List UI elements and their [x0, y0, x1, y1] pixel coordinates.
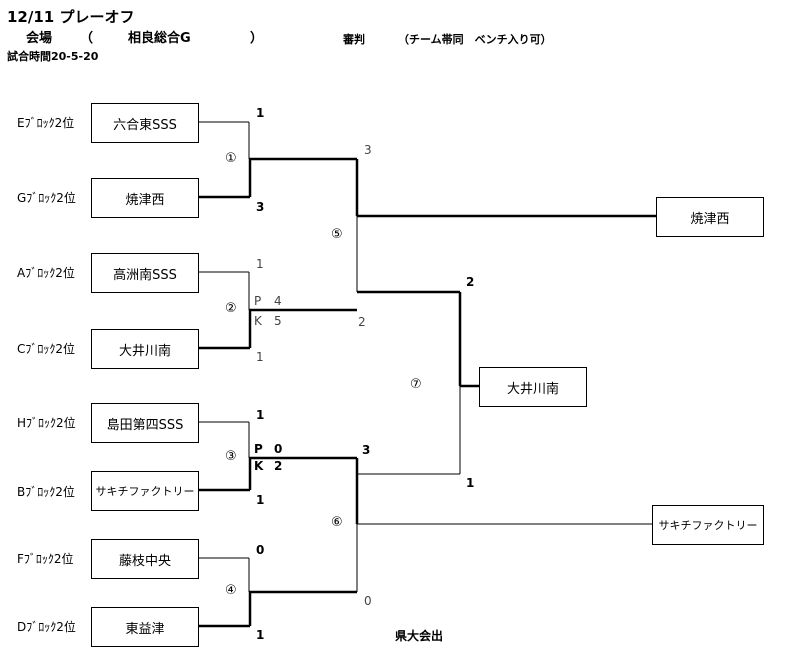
paren-close: ） [250, 31, 264, 46]
match-time: 試合時間20-5-20 [7, 50, 99, 63]
seed-label: Gﾌﾞﾛｯｸ2位 [17, 191, 76, 205]
team-box: 島田第四SSS [91, 403, 199, 443]
pk-label: P [254, 294, 262, 308]
seed-label: Cﾌﾞﾛｯｸ2位 [17, 342, 76, 356]
score: 1 [256, 257, 264, 271]
match-number: ⑤ [331, 227, 343, 242]
score: 0 [256, 543, 265, 557]
match-number: ⑦ [410, 377, 422, 392]
team-box: 大井川南 [91, 329, 199, 369]
pk-score: 4 [274, 294, 282, 308]
seed-label: Fﾌﾞﾛｯｸ2位 [17, 552, 74, 566]
date-title: 12/11 プレーオフ [7, 8, 135, 26]
referee-note: （チーム帯同 ベンチ入り可） [398, 33, 552, 46]
seed-label: Eﾌﾞﾛｯｸ2位 [17, 116, 75, 130]
score: 1 [256, 628, 265, 642]
venue-label: 会場 [26, 31, 53, 46]
team-box: 六合東SSS [91, 103, 199, 143]
pk-label: P [254, 442, 263, 456]
score: 0 [364, 594, 372, 608]
seed-label: Hﾌﾞﾛｯｸ2位 [17, 416, 76, 430]
match-number: ④ [225, 583, 237, 598]
score: 1 [256, 408, 265, 422]
pk-score: 0 [274, 442, 283, 456]
seed-label: Bﾌﾞﾛｯｸ2位 [17, 485, 75, 499]
pk-score: 5 [274, 314, 282, 328]
match-number: ③ [225, 449, 237, 464]
paren-open: （ [80, 31, 94, 46]
score: 3 [364, 143, 372, 157]
pk-label: K [254, 314, 262, 328]
team-box: 高洲南SSS [91, 253, 199, 293]
team-box: サキチファクトリー [91, 471, 199, 511]
m7-winner-box: 大井川南 [479, 367, 587, 407]
score: 1 [256, 350, 264, 364]
team-box: 藤枝中央 [91, 539, 199, 579]
score: 2 [358, 315, 366, 329]
team-box: 東益津 [91, 607, 199, 647]
footer-note: 県大会出 [395, 629, 444, 643]
score: 1 [256, 106, 265, 120]
match-number: ① [225, 151, 237, 166]
referee-label: 審判 [343, 33, 365, 46]
match-number: ② [225, 301, 237, 316]
m5-winner-box: 焼津西 [656, 197, 764, 237]
team-box: 焼津西 [91, 178, 199, 218]
venue-name: 相良総合G [128, 31, 191, 46]
pk-label: K [254, 459, 264, 473]
score: 3 [362, 443, 371, 457]
score: 1 [256, 493, 265, 507]
pk-score: 2 [274, 459, 283, 473]
match-number: ⑥ [331, 515, 343, 530]
seed-label: Aﾌﾞﾛｯｸ2位 [17, 266, 75, 280]
m6-winner-box: サキチファクトリー [652, 505, 764, 545]
score: 2 [466, 275, 475, 289]
seed-label: Dﾌﾞﾛｯｸ2位 [17, 620, 76, 634]
score: 1 [466, 476, 475, 490]
score: 3 [256, 200, 265, 214]
